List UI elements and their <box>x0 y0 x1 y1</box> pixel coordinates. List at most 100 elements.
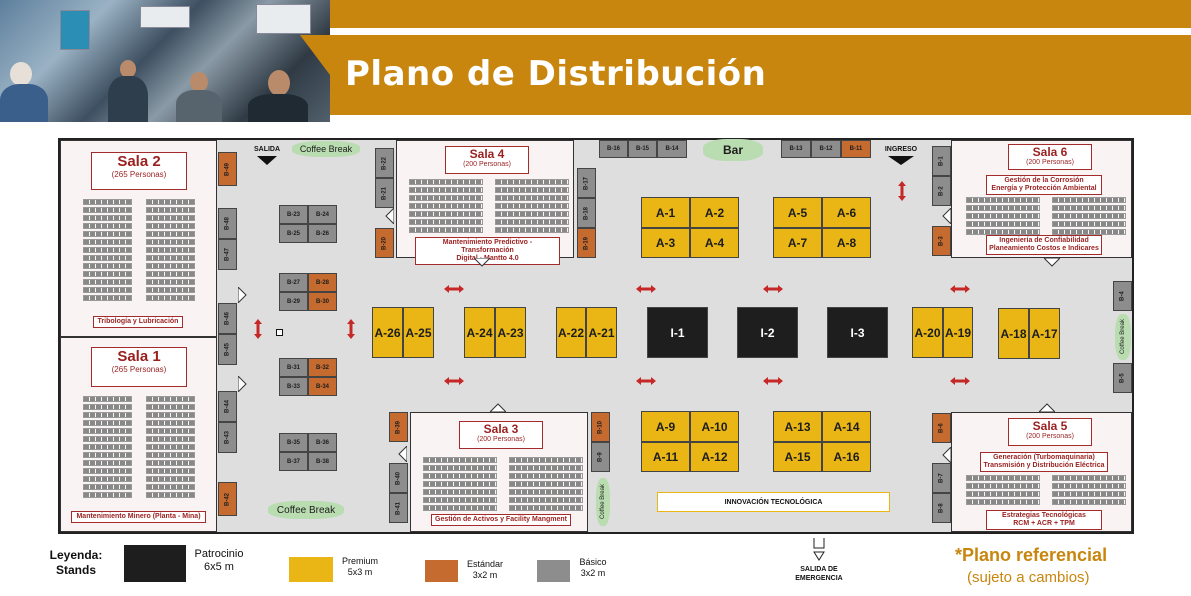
stand-basic[interactable]: B-15 <box>628 140 657 158</box>
room-sala-2[interactable]: Sala 2 (265 Personas) Tribología y Lubri… <box>60 140 217 337</box>
stand-premium[interactable]: A-9 <box>641 411 690 442</box>
stand-basic[interactable]: B-45 <box>218 334 237 365</box>
room-topic-line: Planeamiento Costos e Indicares <box>989 245 1099 253</box>
seat-row <box>1052 475 1126 481</box>
stand-basic[interactable]: B-16 <box>599 140 628 158</box>
stand-premium[interactable]: A-11 <box>641 442 690 472</box>
stand-premium[interactable]: A-3 <box>641 228 690 258</box>
room-sala-6[interactable]: Sala 6 (200 Personas) Gestión de la Corr… <box>951 140 1132 258</box>
stand-basic[interactable]: B-12 <box>811 140 841 158</box>
stand-basic[interactable]: B-41 <box>389 493 408 523</box>
stand-basic[interactable]: B-44 <box>218 391 237 422</box>
stand-basic[interactable]: B-27 <box>279 273 308 292</box>
stand-basic[interactable]: B-25 <box>279 224 308 243</box>
stand-premium[interactable]: A-14 <box>822 411 871 442</box>
stand-basic[interactable]: B-33 <box>279 377 308 396</box>
stand-premium[interactable]: A-16 <box>822 442 871 472</box>
stand-basic[interactable]: B-31 <box>279 358 308 377</box>
stand-standard[interactable]: B-30 <box>308 292 337 311</box>
stand-basic[interactable]: B-29 <box>279 292 308 311</box>
seat-row <box>966 475 1040 481</box>
seating-block <box>409 179 569 233</box>
stand-basic[interactable]: B-37 <box>279 452 308 471</box>
stand-basic[interactable]: B-4 <box>1113 281 1132 311</box>
stand-premium[interactable]: A-17 <box>1029 308 1060 359</box>
stand-basic[interactable]: B-18 <box>577 198 596 228</box>
stand-basic[interactable]: B-13 <box>781 140 811 158</box>
stand-basic[interactable]: B-47 <box>218 239 237 270</box>
stand-premium[interactable]: A-10 <box>690 411 739 442</box>
stand-basic[interactable]: B-5 <box>1113 363 1132 393</box>
seating-block <box>423 457 583 511</box>
stand-standard[interactable]: B-10 <box>591 412 610 442</box>
stand-premium[interactable]: A-21 <box>586 307 617 358</box>
stand-premium[interactable]: A-18 <box>998 308 1029 359</box>
stand-basic[interactable]: B-36 <box>308 433 337 452</box>
stand-premium[interactable]: A-8 <box>822 228 871 258</box>
stand-premium[interactable]: A-15 <box>773 442 822 472</box>
room-sala-4[interactable]: Sala 4 (200 Personas) Mantenimiento Pred… <box>396 140 574 266</box>
seat-row <box>509 465 583 471</box>
room-sala-3[interactable]: Sala 3 (200 Personas) Gestión de Activos… <box>410 412 588 532</box>
legend-sponsor-label: Patrocinio 6x5 m <box>188 548 250 574</box>
stand-standard[interactable]: B-28 <box>308 273 337 292</box>
stand-standard[interactable]: B-19 <box>577 228 596 258</box>
seat-row <box>146 255 195 261</box>
stand-basic[interactable]: B-35 <box>279 433 308 452</box>
stand-basic[interactable]: B-21 <box>375 178 394 208</box>
stand-basic[interactable]: B-43 <box>218 422 237 453</box>
stand-premium[interactable]: A-5 <box>773 197 822 228</box>
stand-premium[interactable]: A-7 <box>773 228 822 258</box>
stand-basic[interactable]: B-17 <box>577 168 596 198</box>
stand-sponsor[interactable]: I-3 <box>827 307 888 358</box>
stand-standard[interactable]: B-39 <box>389 412 408 442</box>
stand-premium[interactable]: A-20 <box>912 307 943 358</box>
stand-sponsor[interactable]: I-2 <box>737 307 798 358</box>
stand-basic[interactable]: B-2 <box>932 176 951 206</box>
stand-basic[interactable]: B-22 <box>375 148 394 178</box>
room-sala-5[interactable]: Sala 5 (200 Personas) Generación (Turbom… <box>951 412 1132 532</box>
stand-basic[interactable]: B-7 <box>932 463 951 493</box>
stand-basic[interactable]: B-14 <box>657 140 687 158</box>
stand-premium[interactable]: A-2 <box>690 197 739 228</box>
stand-basic[interactable]: B-38 <box>308 452 337 471</box>
room-title: Sala 1 <box>117 348 161 365</box>
stand-premium[interactable]: A-13 <box>773 411 822 442</box>
stand-standard[interactable]: B-42 <box>218 482 237 516</box>
stand-standard[interactable]: B-34 <box>308 377 337 396</box>
room-title: Sala 6 <box>1032 145 1068 159</box>
room-sala-1[interactable]: Sala 1 (265 Personas) Mantenimiento Mine… <box>60 337 217 532</box>
stand-standard[interactable]: B-3 <box>932 226 951 256</box>
stand-standard[interactable]: B-20 <box>375 228 394 258</box>
stand-sponsor[interactable]: I-1 <box>647 307 708 358</box>
stand-standard[interactable]: B-32 <box>308 358 337 377</box>
stand-premium[interactable]: A-4 <box>690 228 739 258</box>
stand-basic[interactable]: B-23 <box>279 205 308 224</box>
seat-row <box>146 295 195 301</box>
stand-premium[interactable]: A-12 <box>690 442 739 472</box>
stand-premium[interactable]: A-22 <box>556 307 586 358</box>
stand-standard[interactable]: B-11 <box>841 140 871 158</box>
stand-basic[interactable]: B-40 <box>389 463 408 493</box>
door-icon <box>1044 258 1060 267</box>
stand-basic[interactable]: B-8 <box>932 493 951 523</box>
stand-basic[interactable]: B-48 <box>218 208 237 239</box>
stand-standard[interactable]: B-49 <box>218 152 237 186</box>
exit-label: SALIDA <box>253 146 281 153</box>
stand-premium[interactable]: A-26 <box>372 307 403 358</box>
stand-premium[interactable]: A-1 <box>641 197 690 228</box>
room-title: Sala 2 <box>117 153 161 170</box>
stand-basic[interactable]: B-46 <box>218 303 237 334</box>
stand-premium[interactable]: A-23 <box>495 307 526 358</box>
stand-premium[interactable]: A-19 <box>943 307 973 358</box>
stand-premium[interactable]: A-25 <box>403 307 434 358</box>
stand-basic[interactable]: B-9 <box>591 442 610 472</box>
stand-premium[interactable]: A-6 <box>822 197 871 228</box>
seat-row <box>83 460 132 466</box>
stand-basic[interactable]: B-1 <box>932 146 951 176</box>
stand-basic[interactable]: B-26 <box>308 224 337 243</box>
stand-standard[interactable]: B-6 <box>932 413 951 443</box>
seat-row <box>83 263 132 269</box>
stand-basic[interactable]: B-24 <box>308 205 337 224</box>
stand-premium[interactable]: A-24 <box>464 307 495 358</box>
